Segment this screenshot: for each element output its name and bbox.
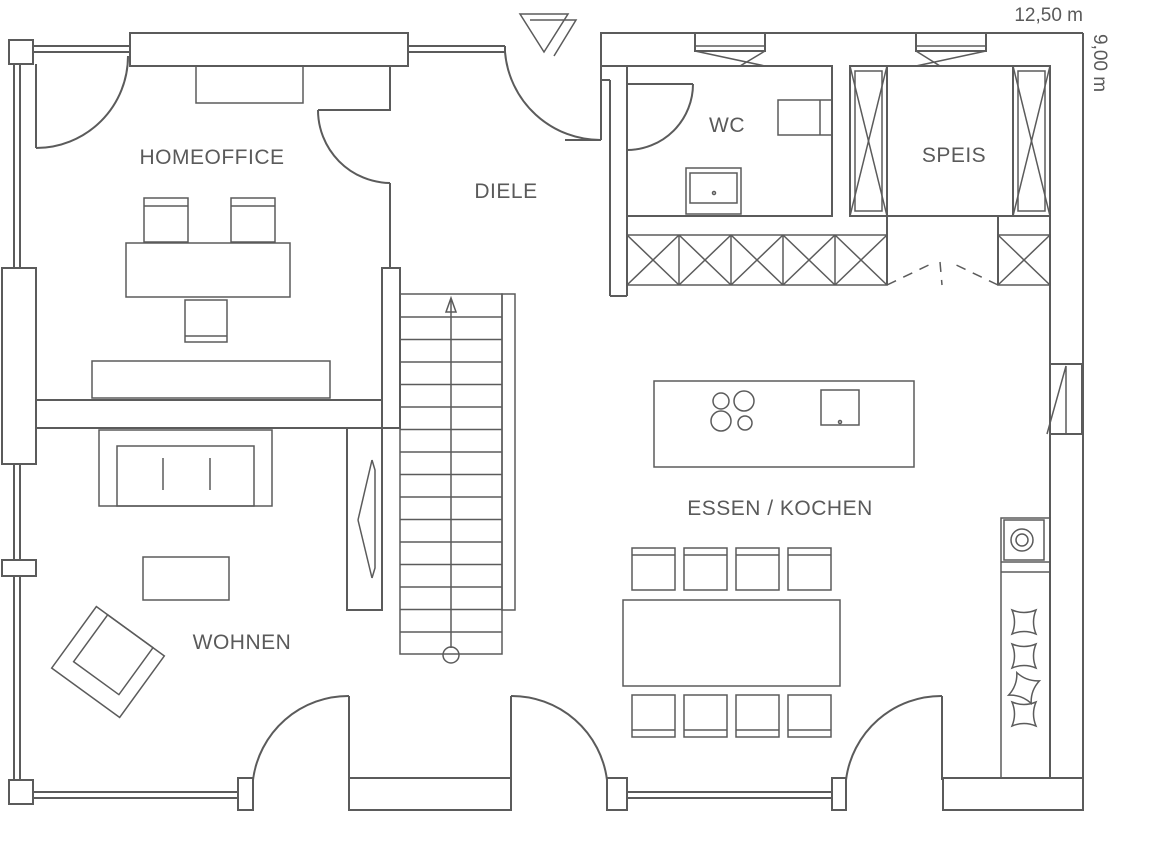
dining-chair xyxy=(683,547,728,591)
cabinet-cross xyxy=(678,234,732,286)
counter-item xyxy=(1006,670,1042,706)
washing-machine-icon xyxy=(1003,519,1045,561)
dining-chair xyxy=(683,694,728,738)
label-speis: SPEIS xyxy=(922,144,986,167)
dimension-depth: 9,00 m xyxy=(1089,34,1110,92)
stair-arrow-icon xyxy=(444,295,458,313)
cabinet-cross xyxy=(997,234,1051,286)
outer-walls xyxy=(1,32,1084,811)
label-homeoffice: HOMEOFFICE xyxy=(140,146,285,169)
dining-chair xyxy=(787,547,832,591)
dimension-labels: 12,50 m 9,00 m xyxy=(1014,5,1110,92)
counter-item xyxy=(1010,642,1038,670)
homeoffice-furniture xyxy=(91,65,331,399)
cabinet-cross xyxy=(834,234,888,286)
cabinet-cross xyxy=(626,234,680,286)
counter-item xyxy=(1010,608,1038,636)
dining-chair xyxy=(787,694,832,738)
kitchen-island xyxy=(653,380,915,468)
cooktop-icon xyxy=(710,390,755,432)
staircase xyxy=(399,293,516,664)
counter-item xyxy=(1010,700,1038,728)
doors xyxy=(35,46,1067,781)
interior-walls xyxy=(36,65,1051,611)
wc-furniture xyxy=(685,99,833,215)
label-diele: DIELE xyxy=(474,180,537,203)
living-furniture xyxy=(50,429,376,719)
room-labels: HOMEOFFICE DIELE WC SPEIS ESSEN / KOCHEN… xyxy=(140,114,986,654)
kitchen-counter xyxy=(1000,517,1051,779)
dining-chair xyxy=(631,547,676,591)
dining-chair xyxy=(735,694,780,738)
dining-chair xyxy=(735,547,780,591)
dining-chair xyxy=(631,694,676,738)
label-wc: WC xyxy=(709,114,745,137)
windows-top xyxy=(694,45,987,67)
entrance-triangle-icon xyxy=(518,13,578,57)
dimension-width: 12,50 m xyxy=(1014,5,1083,26)
sink-icon xyxy=(820,389,860,426)
label-essen-kochen: ESSEN / KOCHEN xyxy=(687,497,873,520)
storage-cabinets xyxy=(626,65,1051,286)
cabinet-cross xyxy=(730,234,784,286)
label-wohnen: WOHNEN xyxy=(193,631,292,654)
dining-set xyxy=(622,547,841,738)
cabinet-cross xyxy=(782,234,836,286)
